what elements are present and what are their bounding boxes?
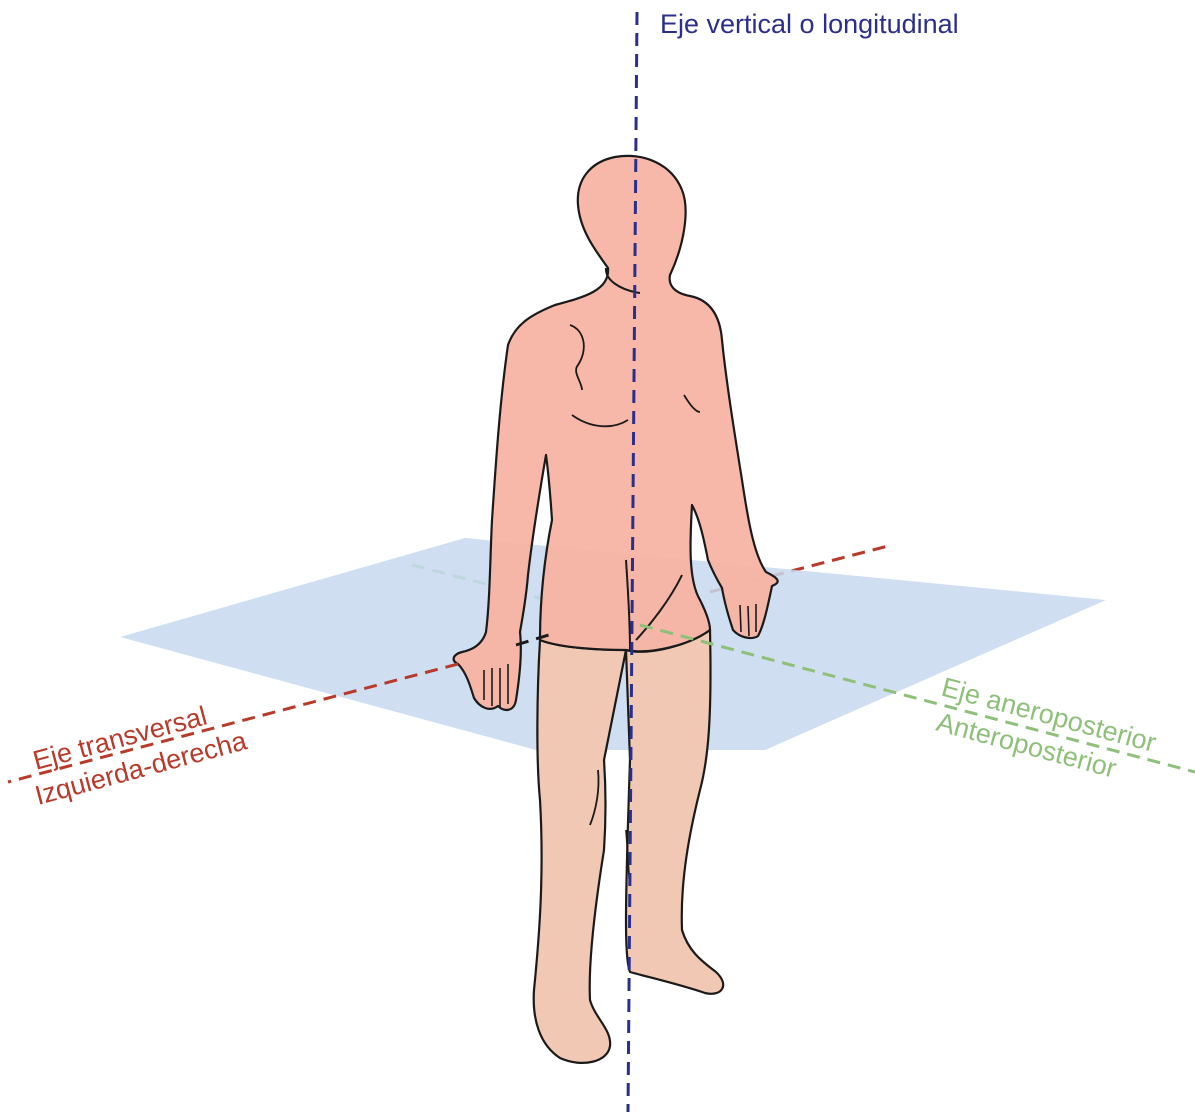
- body-legs: [534, 630, 723, 1063]
- vertical-axis-label: Eje vertical o longitudinal: [660, 9, 959, 39]
